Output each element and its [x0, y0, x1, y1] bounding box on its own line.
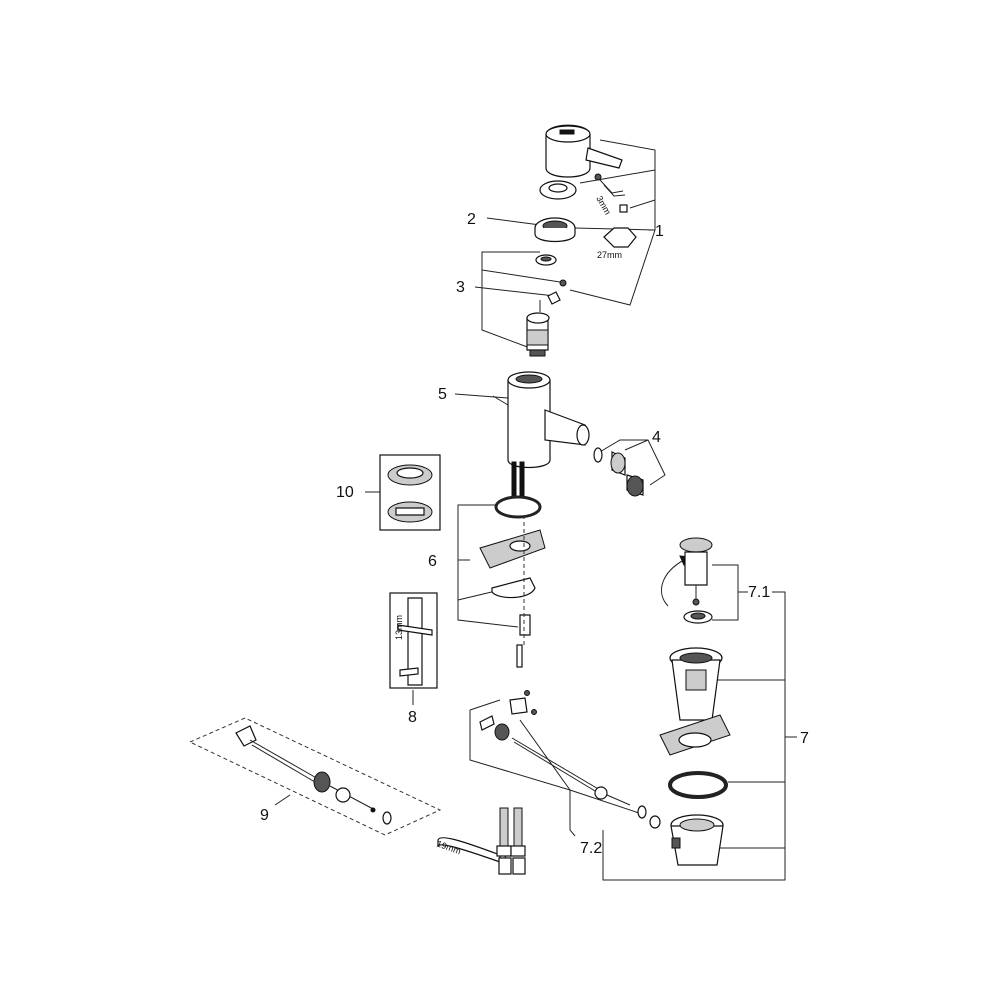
hex-nut-icon: [603, 227, 637, 248]
part-number-labels: 1 2 3 4 5 6 7 7.1 7.2 8 9 10: [260, 211, 809, 857]
popup-rod-panel: [188, 717, 442, 836]
mixer-body: [492, 371, 590, 498]
aerator-set: [593, 447, 644, 497]
allen-key-size: 3mm: [594, 194, 613, 216]
label-part-7-2: 7.2: [580, 840, 602, 857]
fixing-set: [479, 495, 546, 668]
label-part-6: 6: [428, 553, 437, 570]
hex-nut-size: 27mm: [597, 250, 622, 260]
label-part-9: 9: [260, 807, 269, 824]
cover-ring: [539, 180, 577, 200]
label-part-8: 8: [408, 709, 417, 726]
label-part-4: 4: [652, 429, 661, 446]
label-part-10: 10: [336, 484, 354, 501]
flex-hoses: [496, 807, 526, 875]
cartridge-set: [526, 254, 567, 357]
lever-handle: [545, 124, 628, 213]
label-part-5: 5: [438, 386, 447, 403]
label-part-7-1: 7.1: [748, 584, 770, 601]
retaining-nut: [534, 217, 576, 243]
leader-lines: [274, 139, 797, 881]
label-part-1: 1: [655, 223, 664, 240]
label-part-7: 7: [800, 730, 809, 747]
waste-set: [659, 537, 731, 866]
gasket-set-panel: [379, 454, 441, 531]
socket-key-size: 13mm: [394, 615, 404, 640]
popup-linkage: [479, 690, 661, 829]
label-part-2: 2: [467, 211, 476, 228]
label-part-3: 3: [456, 279, 465, 296]
socket-key-panel: [389, 592, 438, 689]
